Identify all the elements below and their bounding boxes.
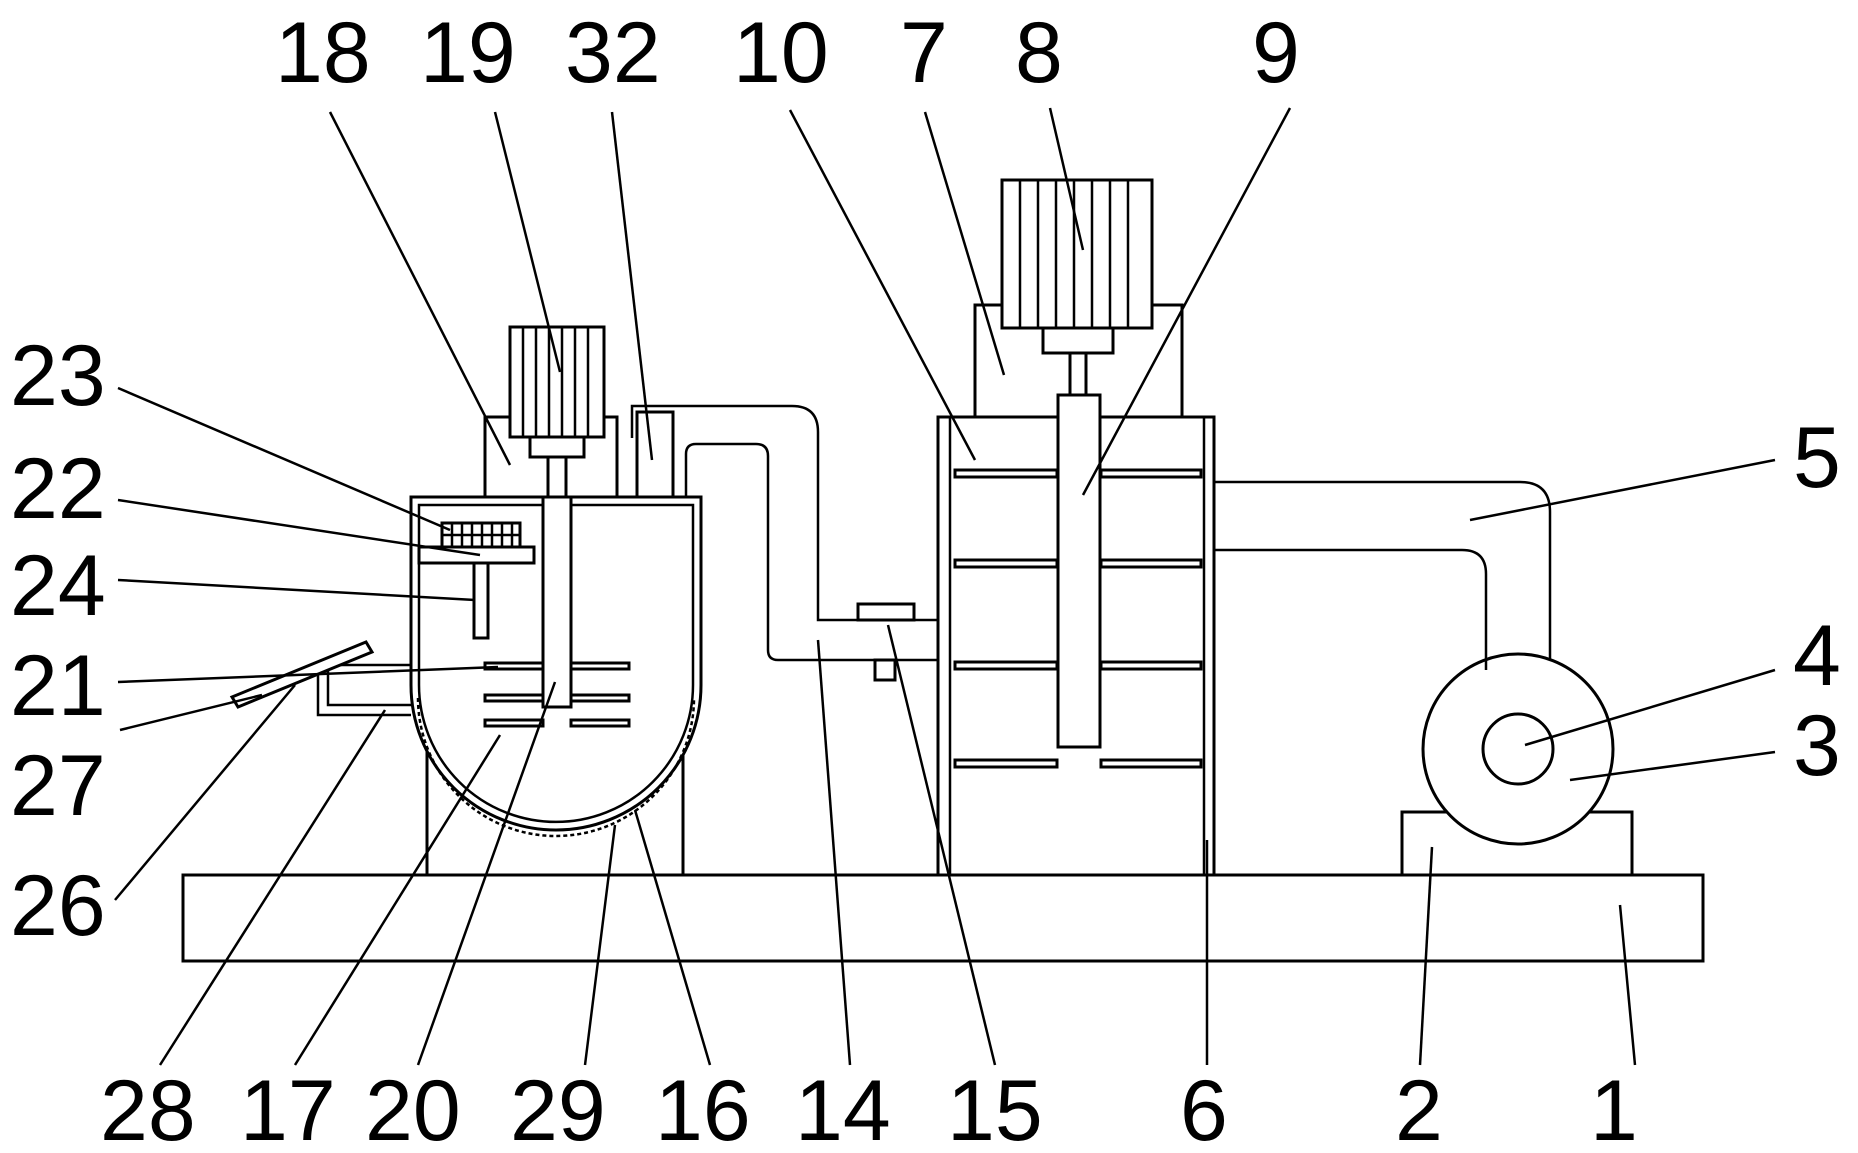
label-16: 16 bbox=[655, 1063, 751, 1153]
valve-bottom bbox=[873, 658, 897, 682]
label-10: 10 bbox=[733, 5, 829, 101]
label-3: 3 bbox=[1793, 698, 1841, 794]
side-bracket-inner bbox=[326, 665, 411, 707]
sensor-box-grid bbox=[442, 523, 520, 547]
label-4: 4 bbox=[1793, 608, 1841, 704]
small-motor-fins bbox=[521, 327, 590, 437]
connecting-pipe-inner bbox=[684, 442, 938, 662]
main-motor-coupling bbox=[1041, 326, 1115, 355]
leader-lines bbox=[114, 107, 1776, 1066]
small-motor-spindle bbox=[546, 455, 568, 499]
label-18: 18 bbox=[275, 5, 371, 101]
label-2: 2 bbox=[1395, 1063, 1443, 1153]
main-motor-fins bbox=[1018, 180, 1130, 328]
label-1: 1 bbox=[1590, 1063, 1638, 1153]
tank-blades bbox=[953, 468, 1203, 769]
label-19: 19 bbox=[420, 5, 516, 101]
label-27: 27 bbox=[10, 738, 106, 834]
label-15: 15 bbox=[947, 1063, 1043, 1153]
part-labels: 18 19 32 10 7 8 9 23 22 24 21 27 26 5 4 … bbox=[10, 5, 1841, 1153]
label-21: 21 bbox=[10, 638, 106, 734]
label-9: 9 bbox=[1252, 5, 1300, 101]
label-17: 17 bbox=[240, 1063, 336, 1153]
main-motor bbox=[1000, 178, 1154, 330]
outlet-pipe bbox=[1214, 480, 1552, 660]
vessel-blades bbox=[483, 661, 631, 728]
outlet-pipe-inner bbox=[1214, 548, 1488, 670]
small-motor-coupling bbox=[528, 435, 586, 459]
side-bracket bbox=[316, 663, 411, 717]
heating-jacket-outer bbox=[416, 697, 696, 838]
connecting-pipe bbox=[630, 404, 938, 622]
tank-shaft bbox=[1056, 393, 1102, 749]
vessel-shaft bbox=[541, 495, 573, 709]
vessel-inlet bbox=[635, 410, 675, 499]
base-plate bbox=[181, 873, 1705, 963]
label-7: 7 bbox=[900, 5, 948, 101]
main-motor-spindle bbox=[1068, 351, 1088, 397]
label-26: 26 bbox=[10, 858, 106, 954]
label-6: 6 bbox=[1180, 1063, 1228, 1153]
pump-shaft bbox=[1481, 712, 1555, 786]
label-20: 20 bbox=[365, 1063, 461, 1153]
mixing-vessel-inner bbox=[417, 503, 695, 824]
valve-top bbox=[856, 602, 916, 622]
label-29: 29 bbox=[510, 1063, 606, 1153]
label-24: 24 bbox=[10, 538, 106, 634]
label-14: 14 bbox=[795, 1063, 891, 1153]
label-28: 28 bbox=[100, 1063, 196, 1153]
sensor-probe bbox=[472, 561, 490, 640]
label-5: 5 bbox=[1793, 410, 1841, 506]
label-22: 22 bbox=[10, 441, 106, 537]
label-23: 23 bbox=[10, 328, 106, 424]
label-32: 32 bbox=[565, 5, 661, 101]
label-8: 8 bbox=[1015, 5, 1063, 101]
